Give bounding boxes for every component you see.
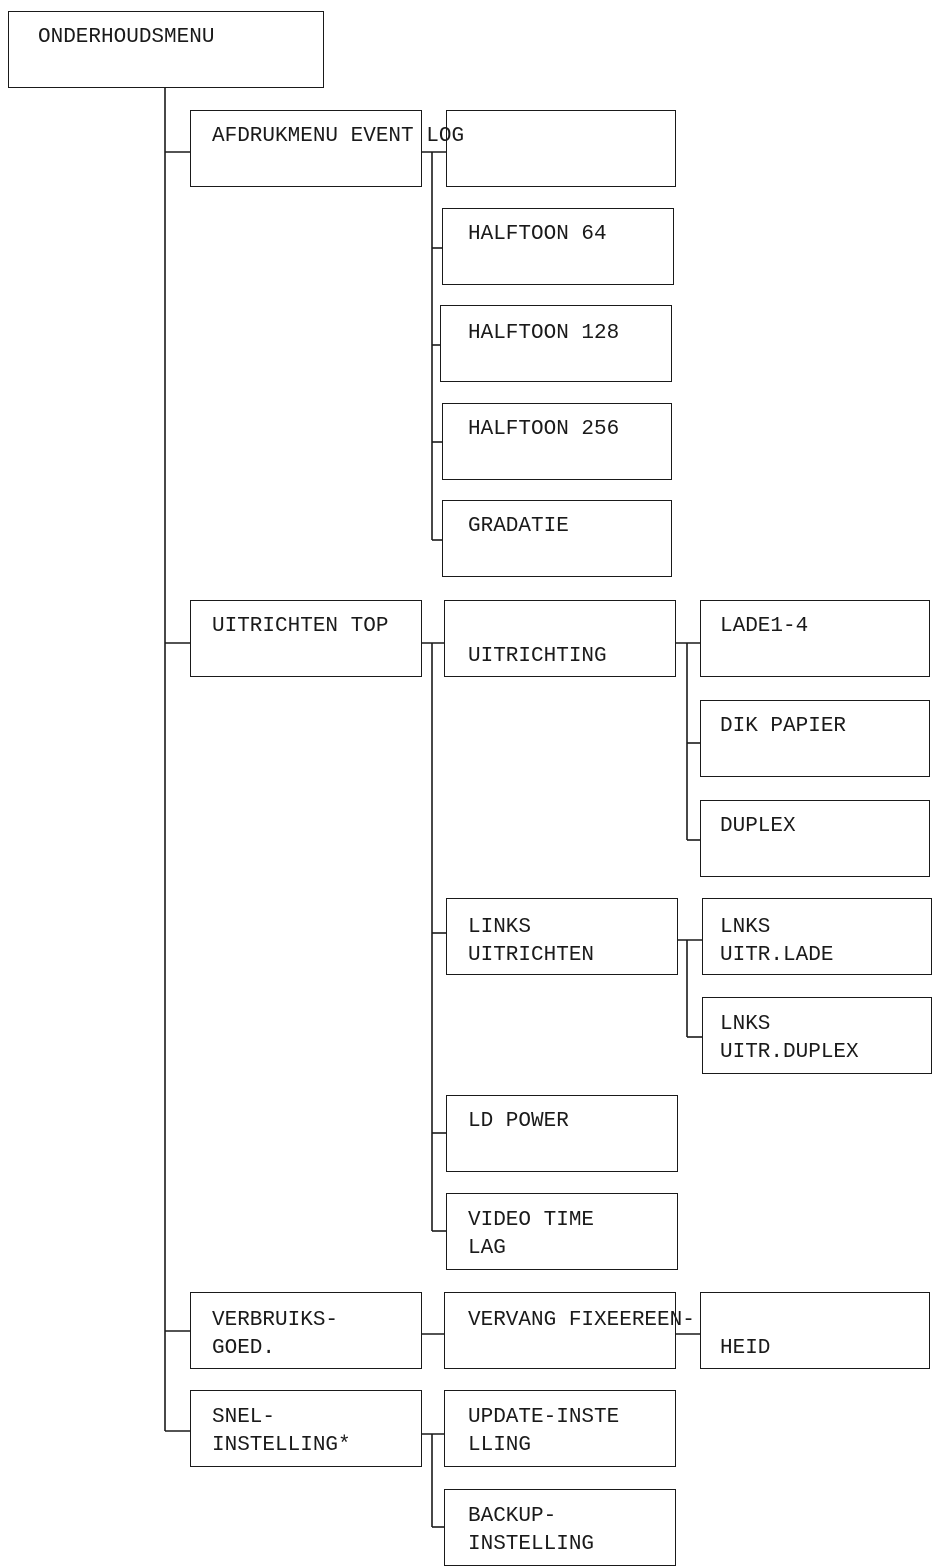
node-halftoon-64: HALFTOON 64 [442, 208, 674, 285]
node-label-line: GRADATIE [468, 515, 569, 538]
node-halftoon-128: HALFTOON 128 [440, 305, 672, 382]
node-afdrukmenu-event-log: AFDRUKMENU EVENT LOG [190, 110, 464, 187]
node-label-line: UITR.LADE [720, 944, 834, 967]
node-label-line: ONDERHOUDSMENU [38, 26, 215, 49]
node-gradatie: GRADATIE [442, 500, 672, 577]
node-update-instelling: UPDATE-INSTE LLING [444, 1390, 676, 1467]
node-lade1-4: LADE1-4 [700, 600, 930, 677]
node-snel-instelling: SNEL- INSTELLING* [190, 1390, 422, 1467]
node-event-log-blank [446, 110, 676, 187]
node-heid [700, 1292, 930, 1369]
node-halftoon-256: HALFTOON 256 [442, 403, 672, 480]
node-ld-power: LD POWER [446, 1095, 678, 1172]
node-label-line: AFDRUKMENU EVENT LOG [212, 125, 465, 148]
node-label-line: VERVANG FIXEEREEN- [468, 1309, 695, 1332]
node-verbruiksgoed: VERBRUIKS- GOED. [190, 1292, 422, 1369]
node-label-line: VERBRUIKS- [212, 1309, 339, 1332]
node-label-line: LLING [468, 1434, 532, 1457]
node-label-line: UITR.DUPLEX [720, 1041, 859, 1064]
node-lnks-uitr-duplex: LNKS UITR.DUPLEX [702, 997, 932, 1074]
node-vervang-fixeereenheid: VERVANG FIXEEREEN- HEID [444, 1292, 770, 1369]
node-uitrichten-top: UITRICHTEN TOP [190, 600, 422, 677]
node-label-line: VIDEO TIME [468, 1209, 595, 1232]
node-label-line: UITRICHTEN [468, 944, 595, 967]
node-label-line: UITRICHTEN TOP [212, 615, 389, 638]
node-label-line: HALFTOON 128 [468, 322, 620, 345]
node-label-line: HALFTOON 256 [468, 418, 620, 441]
node-label-line: UITRICHTING [468, 645, 607, 668]
node-label-line: DUPLEX [720, 815, 796, 838]
node-uitrichting: UITRICHTING [444, 600, 676, 677]
node-label-line: HALFTOON 64 [468, 223, 607, 246]
node-label-line: BACKUP- [468, 1505, 557, 1528]
node-duplex: DUPLEX [700, 800, 930, 877]
node-label-line: LNKS [720, 916, 771, 939]
node-label-line: UPDATE-INSTE [468, 1406, 620, 1429]
node-dik-papier: DIK PAPIER [700, 700, 930, 777]
node-label-line: INSTELLING [468, 1533, 595, 1556]
node-onderhoudsmenu: ONDERHOUDSMENU [8, 11, 324, 88]
node-label-line: LD POWER [468, 1110, 569, 1133]
node-label-line: LNKS [720, 1013, 771, 1036]
node-label-line: INSTELLING* [212, 1434, 351, 1457]
node-links-uitrichten: LINKS UITRICHTEN [446, 898, 678, 975]
node-label-line: HEID [720, 1337, 771, 1360]
node-label-line: LADE1-4 [720, 615, 809, 638]
node-label-line: LAG [468, 1237, 506, 1260]
node-label-line: DIK PAPIER [720, 715, 847, 738]
node-label-line: LINKS [468, 916, 532, 939]
node-lnks-uitr-lade: LNKS UITR.LADE [702, 898, 932, 975]
node-video-time-lag: VIDEO TIME LAG [446, 1193, 678, 1270]
node-backup-instelling: BACKUP- INSTELLING [444, 1489, 676, 1566]
node-label-line: SNEL- [212, 1406, 276, 1429]
node-label-line: GOED. [212, 1337, 276, 1360]
